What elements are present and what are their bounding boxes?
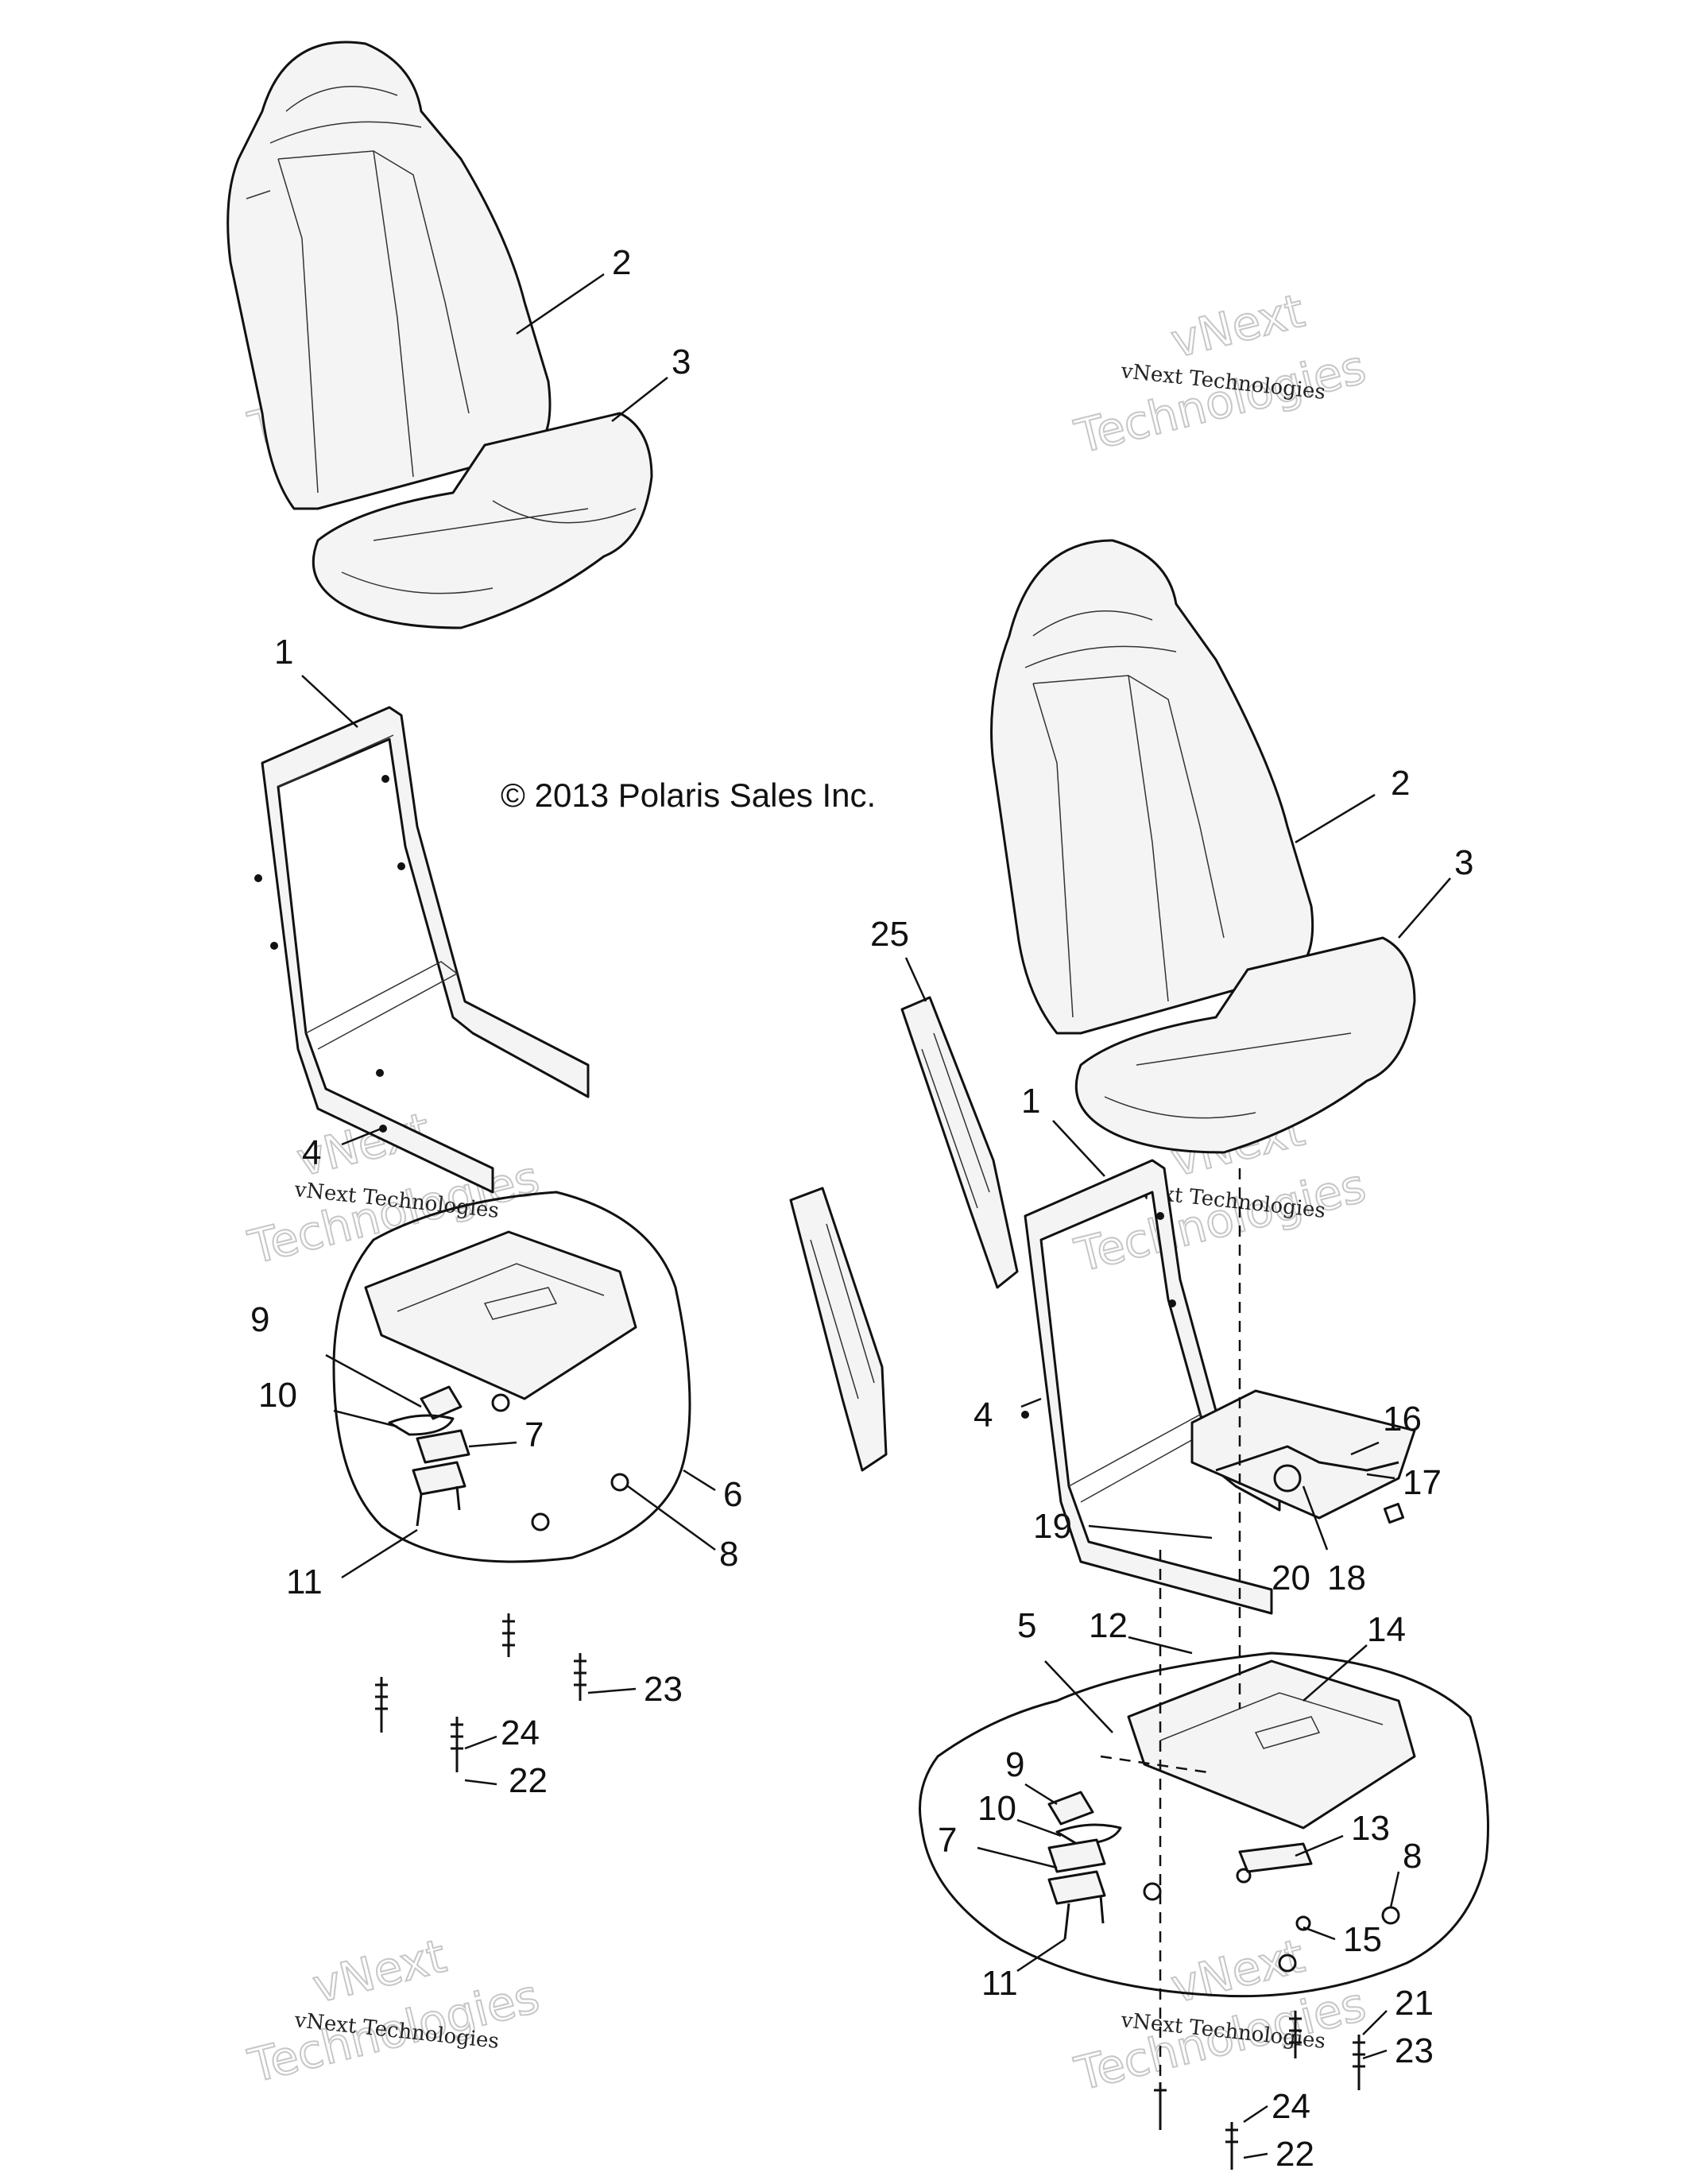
callout-8-right: 8 [1403, 1837, 1422, 1876]
callout-4-right: 4 [973, 1396, 993, 1435]
seat-right-illustration [990, 539, 1416, 1154]
callout-14: 14 [1367, 1610, 1406, 1649]
watermark-top-right: vNext Technologies vNext Technologies [1069, 283, 1372, 465]
callout-23-left: 23 [644, 1670, 683, 1709]
callout-5: 5 [1017, 1606, 1036, 1645]
callout-3-right: 3 [1454, 843, 1473, 882]
callout-24-right: 24 [1272, 2087, 1310, 2126]
callout-7-right: 7 [938, 1821, 957, 1860]
watermark-bottom-right: vNext Technologies vNext Technologies [1069, 1928, 1372, 2102]
svg-text:Technologies: Technologies [1070, 339, 1371, 463]
callout-1-left: 1 [274, 633, 293, 672]
callout-15: 15 [1343, 1920, 1382, 1959]
callout-9-left: 9 [250, 1300, 269, 1339]
callout-9-right: 9 [1005, 1745, 1024, 1784]
leader-lines [301, 273, 1451, 2159]
seat-adjuster [1190, 1389, 1416, 1524]
svg-text:vNext: vNext [1166, 284, 1310, 369]
seat-frame-left [254, 706, 590, 1194]
callout-23-right: 23 [1395, 2031, 1434, 2070]
callout-22-right: 22 [1275, 2135, 1314, 2174]
seat-base-left-group [332, 1191, 691, 1563]
callout-24-left: 24 [501, 1714, 540, 1752]
callout-3-left: 3 [672, 343, 691, 381]
hardware-stacks-left [375, 1613, 586, 1772]
callout-17: 17 [1403, 1463, 1442, 1502]
callout-4-left: 4 [302, 1133, 321, 1172]
callout-16: 16 [1383, 1400, 1422, 1439]
callout-7-left: 7 [524, 1415, 544, 1454]
callout-11-right: 11 [981, 1964, 1018, 2003]
callout-6: 6 [723, 1475, 742, 1514]
copyright-text: © 2013 Polaris Sales Inc. [501, 776, 876, 814]
callout-1-right: 1 [1021, 1082, 1040, 1121]
callout-11-left: 11 [286, 1562, 323, 1601]
side-rails [789, 996, 1019, 1472]
callout-18: 18 [1327, 1559, 1366, 1597]
seat-base-right-group [919, 1652, 1489, 1998]
seat-left-illustration [226, 41, 653, 629]
callout-25: 25 [870, 915, 909, 954]
callout-22-left: 22 [509, 1761, 548, 1800]
hardware-stacks-right [1154, 2011, 1365, 2170]
callout-21: 21 [1395, 1984, 1434, 2023]
callout-2-right: 2 [1391, 764, 1410, 803]
callouts: 1 2 3 4 9 10 7 6 8 11 23 24 22 25 2 3 1 … [250, 243, 1473, 2174]
callout-10-right: 10 [977, 1789, 1016, 1828]
callout-8-left: 8 [719, 1535, 738, 1574]
callout-19: 19 [1033, 1507, 1072, 1546]
callout-13: 13 [1351, 1809, 1390, 1848]
callout-20: 20 [1272, 1559, 1310, 1597]
callout-2-left: 2 [612, 243, 631, 282]
watermark-bottom-left: vNext Technologies vNext Technologies [242, 1928, 545, 2094]
callout-12: 12 [1089, 1606, 1128, 1645]
callout-10-left: 10 [258, 1376, 297, 1415]
